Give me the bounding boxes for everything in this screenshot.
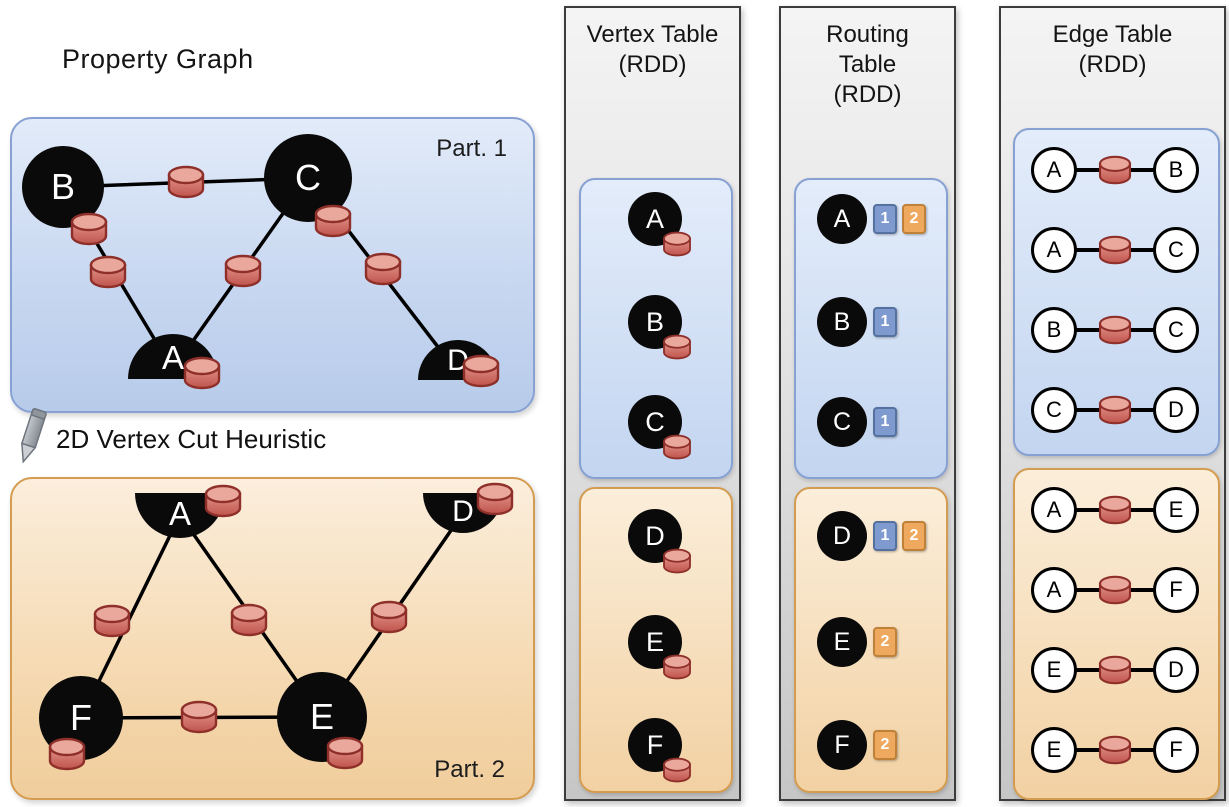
edge-table-title-line2: (RDD) [1078,51,1147,78]
edge-property-cylinder-icon [1098,655,1132,685]
vertex-table-entry-E: E [628,615,682,669]
routing-B-badge-1: 1 [873,307,897,337]
routing-D-badge-1: 1 [873,521,897,551]
edge-table-row-A-B: A B [1031,146,1199,194]
edge-B-A-property-cylinder-icon [89,255,127,289]
edge-dst-vertex: F [1153,567,1199,613]
vertex-table-E-cylinder-icon [663,654,691,680]
edge-src-vertex: C [1031,387,1077,433]
routing-table-title-line3: (RDD) [833,81,902,108]
vertex-cut-heuristic-label: 2D Vertex Cut Heuristic [56,424,327,454]
edge-dst-vertex: B [1153,147,1199,193]
vertex-table-title-line2: (RDD) [618,51,687,78]
vertex-table-title-line1: Vertex Table [586,21,719,48]
edge-dst-vertex: E [1153,487,1199,533]
edge-table-row-A-F: A F [1031,566,1199,614]
routing-entry-E: E [817,617,867,667]
vertex-table-C-cylinder-icon [663,434,691,460]
routing-entry-F: F [817,720,867,770]
edge-src-vertex: A [1031,227,1077,273]
routing-table-title-line1: Routing [826,21,909,48]
pencil-icon [21,408,47,464]
vertex-A-property-cylinder-icon [183,356,221,390]
vertex-A2-property-cylinder-icon [204,484,242,518]
edge-B-C-property-cylinder-icon [167,165,205,199]
edge-property-cylinder-icon [1098,495,1132,525]
routing-table-panel: Routing Table (RDD) A 1 2 B 1 C 1 D 1 2 … [779,6,956,801]
vertex-table-F-cylinder-icon [663,757,691,783]
routing-E-badge-2: 2 [873,627,897,657]
edge-table-panel: Edge Table (RDD) A B A C B C C D [999,6,1226,801]
routing-table-title-line2: Table [838,51,897,78]
routing-entry-D: D [817,511,867,561]
routing-D-badge-2: 2 [902,521,926,551]
routing-table-title: Routing Table (RDD) [781,20,954,110]
vertex-table-title: Vertex Table (RDD) [566,20,739,80]
vertex-D-property-cylinder-icon [462,354,500,388]
edge-src-vertex: A [1031,147,1077,193]
edge-C-A-property-cylinder-icon [224,254,262,288]
vertex-table-D-cylinder-icon [663,548,691,574]
edge-table-row-E-F: E F [1031,726,1199,774]
edge-D-E-property-cylinder-icon [370,600,408,634]
routing-entry-C: C [817,397,867,447]
edge-table-title-line1: Edge Table [1052,21,1173,48]
edge-dst-vertex: C [1153,227,1199,273]
routing-C-badge-1: 1 [873,407,897,437]
edge-C-D-property-cylinder-icon [364,252,402,286]
routing-F-badge-2: 2 [873,730,897,760]
edge-property-cylinder-icon [1098,735,1132,765]
edge-property-cylinder-icon [1098,315,1132,345]
edge-F-E-property-cylinder-icon [180,700,218,734]
edge-dst-vertex: D [1153,387,1199,433]
edge-property-cylinder-icon [1098,395,1132,425]
vertex-D2-property-cylinder-icon [476,482,514,516]
edge-table-row-A-E: A E [1031,486,1199,534]
edge-table-row-C-D: C D [1031,386,1199,434]
edge-src-vertex: B [1031,307,1077,353]
partition1-label: Part. 1 [436,135,507,162]
property-graph-title: Property Graph [62,44,254,74]
vertex-table-A-cylinder-icon [663,231,691,257]
edge-A-E-property-cylinder-icon [230,603,268,637]
vertex-E-property-cylinder-icon [326,736,364,770]
edge-src-vertex: E [1031,727,1077,773]
vertex-table-B-cylinder-icon [663,334,691,360]
routing-A-badge-2: 2 [902,204,926,234]
edge-src-vertex: E [1031,647,1077,693]
edge-property-cylinder-icon [1098,155,1132,185]
vertex-table-panel: Vertex Table (RDD) A B C D E F [564,6,741,801]
vertex-C-property-cylinder-icon [314,204,352,238]
edge-src-vertex: A [1031,567,1077,613]
partition2-label: Part. 2 [434,756,505,783]
vertex-B-property-cylinder-icon [70,212,108,246]
edge-dst-vertex: D [1153,647,1199,693]
vertex-table-entry-B: B [628,295,682,349]
edge-property-cylinder-icon [1098,575,1132,605]
edge-dst-vertex: C [1153,307,1199,353]
edge-table-title: Edge Table (RDD) [1001,20,1224,80]
routing-A-badge-1: 1 [873,204,897,234]
edge-src-vertex: A [1031,487,1077,533]
routing-entry-B: B [817,297,867,347]
edge-dst-vertex: F [1153,727,1199,773]
routing-entry-A: A [817,194,867,244]
edge-property-cylinder-icon [1098,235,1132,265]
edge-table-row-B-C: B C [1031,306,1199,354]
edge-table-row-A-C: A C [1031,226,1199,274]
edge-table-row-E-D: E D [1031,646,1199,694]
vertex-F-property-cylinder-icon [48,737,86,771]
edge-A-F-property-cylinder-icon [93,604,131,638]
